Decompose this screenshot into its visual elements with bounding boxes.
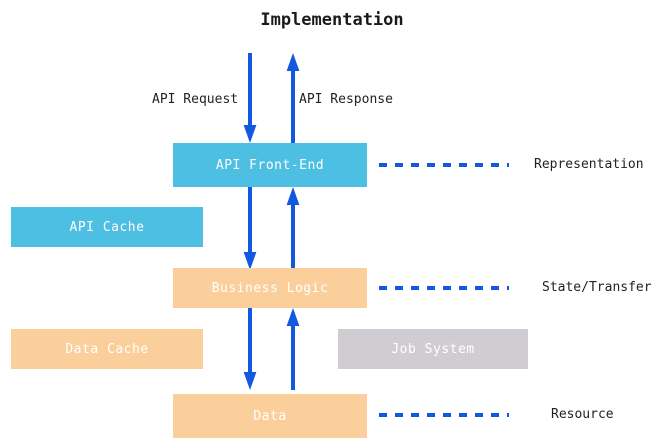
box-business-logic-label: Business Logic xyxy=(211,280,329,296)
arrow-logic-to-front-end xyxy=(286,187,300,270)
arrow-data-to-logic xyxy=(286,308,300,390)
label-state-transfer: State/Transfer xyxy=(542,280,652,295)
box-data[interactable]: Data xyxy=(173,394,367,438)
connector-state-transfer xyxy=(379,286,509,290)
box-data-cache-label: Data Cache xyxy=(65,341,149,357)
page-title: Implementation xyxy=(260,10,404,30)
arrow-front-end-to-logic xyxy=(243,187,257,270)
connector-resource xyxy=(379,413,509,417)
label-resource: Resource xyxy=(551,407,614,422)
label-api-request: API Request xyxy=(152,92,239,107)
label-representation: Representation xyxy=(534,157,644,172)
connector-representation xyxy=(379,163,509,167)
box-data-cache[interactable]: Data Cache xyxy=(11,329,203,369)
box-api-front-end[interactable]: API Front-End xyxy=(173,143,367,187)
box-api-cache[interactable]: API Cache xyxy=(11,207,203,247)
box-api-front-end-label: API Front-End xyxy=(215,157,325,173)
arrow-api-request-in xyxy=(243,53,257,143)
box-business-logic[interactable]: Business Logic xyxy=(173,268,367,308)
box-job-system[interactable]: Job System xyxy=(338,329,528,369)
arrow-logic-to-data xyxy=(243,308,257,390)
label-api-response: API Response xyxy=(299,92,393,107)
box-data-label: Data xyxy=(253,408,287,424)
box-job-system-label: Job System xyxy=(391,341,475,357)
box-api-cache-label: API Cache xyxy=(69,219,145,235)
arrow-api-response-out xyxy=(286,53,300,143)
